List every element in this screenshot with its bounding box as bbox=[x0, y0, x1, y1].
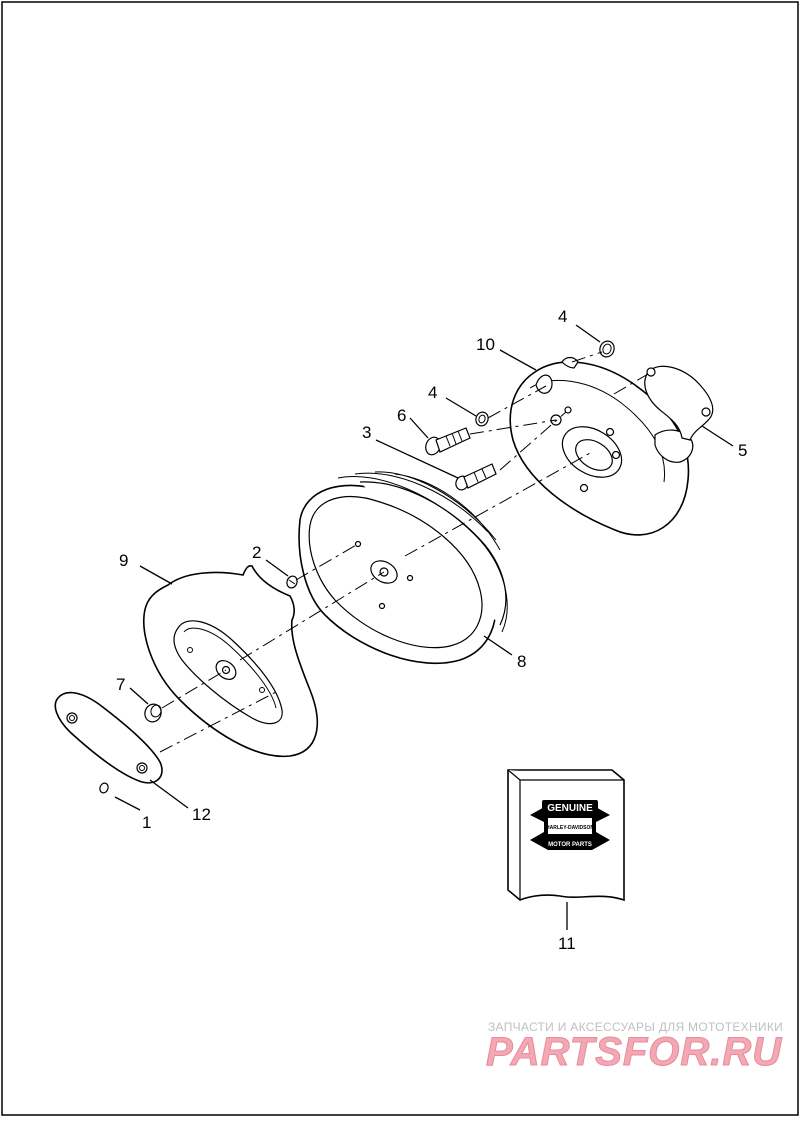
part-2-screw bbox=[286, 575, 298, 589]
part-12-trim bbox=[54, 691, 163, 784]
part-11-kit-box: GENUINE HARLEY-DAVIDSON MOTOR PARTS bbox=[507, 769, 625, 902]
callout-12: 12 bbox=[192, 805, 211, 824]
watermark-tagline: ЗАПЧАСТИ И АКСЕССУАРЫ ДЛЯ МОТОТЕХНИКИ bbox=[488, 1020, 784, 1034]
part-7-nut bbox=[144, 703, 162, 723]
callout-7: 7 bbox=[116, 675, 125, 694]
callout-4-middle: 4 bbox=[428, 383, 437, 402]
assembly-center-lines bbox=[159, 351, 649, 753]
callout-1: 1 bbox=[142, 813, 151, 832]
callout-5: 5 bbox=[738, 441, 747, 460]
part-3-stud bbox=[455, 463, 497, 491]
part-5-gasket bbox=[644, 365, 714, 441]
genuine-parts-logo: GENUINE HARLEY-DAVIDSON MOTOR PARTS bbox=[530, 800, 610, 850]
callout-9: 9 bbox=[119, 551, 128, 570]
callout-11: 11 bbox=[558, 934, 576, 953]
callout-numbers: 1 2 3 4 4 5 6 7 8 9 10 11 12 bbox=[116, 307, 747, 953]
watermark-brand: PARTSFOR.RU bbox=[486, 1030, 783, 1075]
callout-2: 2 bbox=[252, 543, 261, 562]
part-8-filter-element bbox=[298, 471, 508, 665]
callout-4-top: 4 bbox=[558, 307, 567, 326]
callout-6: 6 bbox=[397, 406, 406, 425]
part-4-o-ring-top bbox=[599, 340, 615, 358]
logo-top-text: GENUINE bbox=[547, 803, 593, 814]
part-6-breather-bolt bbox=[425, 427, 471, 456]
part-1-screw bbox=[99, 782, 109, 794]
logo-middle-text: HARLEY-DAVIDSON bbox=[546, 825, 594, 831]
logo-bottom-text: MOTOR PARTS bbox=[548, 842, 592, 848]
leader-lines bbox=[114, 324, 734, 930]
part-4-o-ring-middle bbox=[475, 411, 489, 427]
part-10-backplate bbox=[509, 356, 694, 536]
callout-3: 3 bbox=[362, 423, 371, 442]
callout-8: 8 bbox=[517, 652, 526, 671]
callout-10: 10 bbox=[476, 335, 495, 354]
part-9-cover bbox=[142, 565, 318, 758]
